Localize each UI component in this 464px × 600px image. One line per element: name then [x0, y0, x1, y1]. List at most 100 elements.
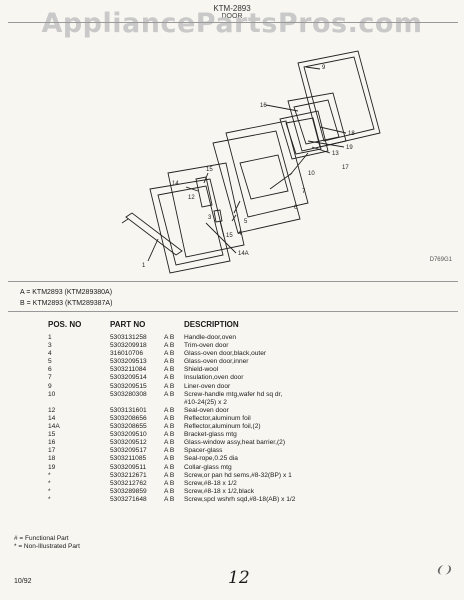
row-desc: Glass-window assy,heat barrier,(2): [184, 439, 286, 447]
row-part: 5303289859: [110, 487, 147, 495]
row-desc: Screw,spcl wshrh sqd,#8-18(AB) x 1/2: [184, 495, 296, 503]
table-header-row: POS. NO PART NO DESCRIPTION: [48, 320, 364, 334]
callout-15-top: 15: [206, 167, 213, 173]
row-part: 5303208656: [110, 414, 147, 422]
row-part: 5303208655: [110, 423, 147, 431]
table-row: #10-24(25) x 2: [48, 399, 364, 407]
row-part: 5303131601: [110, 406, 147, 414]
callout-7: 7: [302, 189, 306, 195]
row-desc: Handle-door,oven: [184, 334, 237, 341]
row-pos: 12: [48, 406, 56, 414]
row-desc: Shield-wool: [184, 366, 219, 374]
row-desc: Insulation,oven door: [184, 374, 244, 382]
row-type: A B: [164, 471, 175, 479]
divider: [8, 311, 458, 312]
row-type: A B: [164, 414, 175, 422]
row-type: A B: [164, 366, 175, 374]
row-pos: 6: [48, 366, 52, 374]
part-header: PART NO: [110, 320, 146, 329]
callout-12: 12: [188, 195, 195, 201]
row-desc: Glass-oven door,black,outer: [184, 350, 267, 358]
table-row: 7 5303209514 A B Insulation,oven door: [48, 374, 364, 382]
row-pos: *: [48, 479, 51, 487]
row-pos: 14: [48, 414, 56, 422]
footnote-functional: # = Functional Part: [14, 535, 69, 542]
row-type: A B: [164, 487, 175, 495]
callout-6: 6: [294, 205, 298, 211]
row-pos: 7: [48, 374, 52, 382]
row-pos: 17: [48, 447, 56, 455]
row-part: 5303209510: [110, 431, 147, 439]
row-desc: Reflector,aluminum foil: [184, 414, 251, 422]
diagram-id: D769G1: [429, 257, 452, 263]
row-pos: 16: [48, 439, 56, 447]
row-part: 5303209514: [110, 374, 147, 382]
row-part: 5303209513: [110, 358, 147, 366]
row-desc: Trim-oven door: [184, 342, 229, 350]
callout-5: 5: [244, 219, 248, 225]
row-pos: [48, 399, 110, 407]
row-type: A B: [164, 382, 175, 390]
row-desc: Glass-oven door,inner: [184, 358, 249, 366]
model-header: KTM-2893: [213, 4, 251, 13]
row-desc: Screw,or pan hd sems,#8-32(BP) x 1: [184, 471, 292, 479]
callout-3: 3: [208, 215, 212, 221]
row-part: 5303209517: [110, 447, 147, 455]
row-type: A B: [164, 423, 175, 431]
callout-14: 14: [172, 181, 179, 187]
row-type: A B: [164, 455, 175, 463]
row-type: A B: [164, 342, 175, 350]
row-type: A B: [164, 390, 175, 398]
callout-4: 4: [238, 231, 242, 237]
row-desc: Screw,#8-18 x 1/2: [184, 479, 237, 487]
row-part: 5303212671: [110, 471, 147, 479]
row-desc: Collar-glass mtg: [184, 463, 232, 471]
row-desc: #10-24(25) x 2: [184, 398, 227, 406]
page-number: 12: [228, 568, 250, 588]
table-row: 14 5303208656 A B Reflector,aluminum foil: [48, 415, 364, 423]
exploded-diagram: 9 16 18 19 13 17 10 7 14 15 12 6 5 4 3 1…: [8, 22, 458, 282]
callout-1: 1: [142, 263, 146, 269]
row-desc: Liner-oven door: [184, 382, 231, 390]
row-pos: *: [48, 495, 51, 503]
section-header: DOOR: [221, 13, 243, 20]
row-pos: 4: [48, 350, 52, 358]
row-type: [164, 399, 184, 407]
row-pos: 14A: [48, 423, 60, 431]
type-header: [164, 320, 184, 334]
watermark: AppliancePartsPros.com: [41, 8, 423, 39]
row-part: 5303209918: [110, 342, 147, 350]
row-part: [110, 399, 164, 407]
footnote-non-illustrated: * = Non-Illustrated Part: [14, 543, 80, 550]
row-type: A B: [164, 431, 175, 439]
row-part: 5303209512: [110, 439, 147, 447]
row-pos: 18: [48, 455, 56, 463]
row-type: A B: [164, 350, 175, 358]
row-type: A B: [164, 463, 175, 471]
corner-mark-icon: ❨❩: [435, 565, 452, 576]
row-pos: 3: [48, 342, 52, 350]
table-row: 4 316010706 A B Glass-oven door,black,outer: [48, 350, 364, 358]
row-part: 5303211085: [110, 455, 147, 463]
row-desc: Spacer-glass: [184, 447, 223, 455]
row-pos: *: [48, 471, 51, 479]
row-part: 316010706: [110, 350, 144, 358]
callout-15: 15: [226, 233, 233, 239]
row-pos: 19: [48, 463, 56, 471]
row-type: A B: [164, 374, 175, 382]
callout-14a: 14A: [238, 251, 249, 257]
door-exploded-view: 9 16 18 19 13 17 10 7 14 15 12 6 5 4 3 1…: [121, 50, 381, 274]
row-desc: Screw-handle mtg,wafer hd sq dr,: [184, 390, 283, 398]
